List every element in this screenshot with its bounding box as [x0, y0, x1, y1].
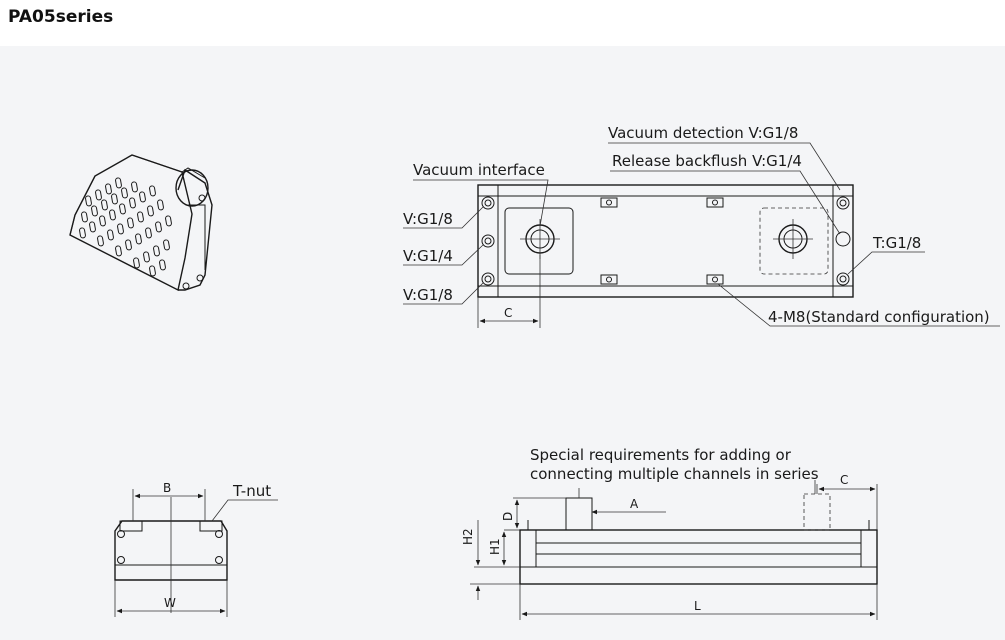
vacuum-detection-label: Vacuum detection V:G1/8 [608, 124, 798, 142]
port-top-label: V:G1/8 [403, 210, 453, 228]
top-view: Vacuum detection V:G1/8 Release backflus… [403, 124, 1000, 328]
dim-c-label: C [504, 306, 512, 320]
side-view-body [519, 529, 878, 585]
dim-b-label: B [163, 481, 171, 495]
port-mid-icon [481, 234, 495, 248]
dim-w-label: W [164, 596, 176, 610]
release-backflush-label: Release backflush V:G1/4 [612, 152, 802, 170]
series-port-fitting [803, 493, 831, 531]
vacuum-chamber-right [759, 207, 829, 275]
drawing-panel: Vacuum detection V:G1/8 Release backflus… [0, 46, 1005, 640]
dim-l-label: L [694, 599, 701, 613]
mounting-label: 4-M8(Standard configuration) [768, 308, 990, 326]
port-fitting [565, 497, 593, 531]
side-dim-c-label: C [840, 473, 848, 487]
dim-d-label: D [501, 512, 515, 521]
dim-h1-label: H1 [488, 538, 502, 555]
t-port-icon [836, 272, 850, 286]
isometric-view [69, 154, 213, 292]
dim-a-label: A [630, 497, 639, 511]
t-port-label: T:G1/8 [872, 234, 921, 252]
suction-holes [79, 177, 172, 277]
top-view-body [477, 184, 854, 298]
end-view: B T-nut W [114, 481, 278, 617]
port-top-icon [481, 196, 495, 210]
port-mid-label: V:G1/4 [403, 247, 453, 265]
t-nut-label: T-nut [232, 482, 271, 500]
side-view: Special requirements for adding or conne… [461, 446, 878, 620]
technical-drawing: Vacuum detection V:G1/8 Release backflus… [69, 124, 1000, 620]
dim-h2-label: H2 [461, 528, 475, 545]
backflush-port-icon [835, 231, 851, 247]
port-bottom-label: V:G1/8 [403, 286, 453, 304]
special-req-line2: connecting multiple channels in series [530, 465, 819, 483]
series-title: PA05series [8, 7, 114, 27]
vacuum-chamber-left [504, 207, 574, 275]
vacuum-interface-label: Vacuum interface [413, 161, 545, 179]
special-req-line1: Special requirements for adding or [530, 446, 792, 464]
port-bottom-icon [481, 272, 495, 286]
